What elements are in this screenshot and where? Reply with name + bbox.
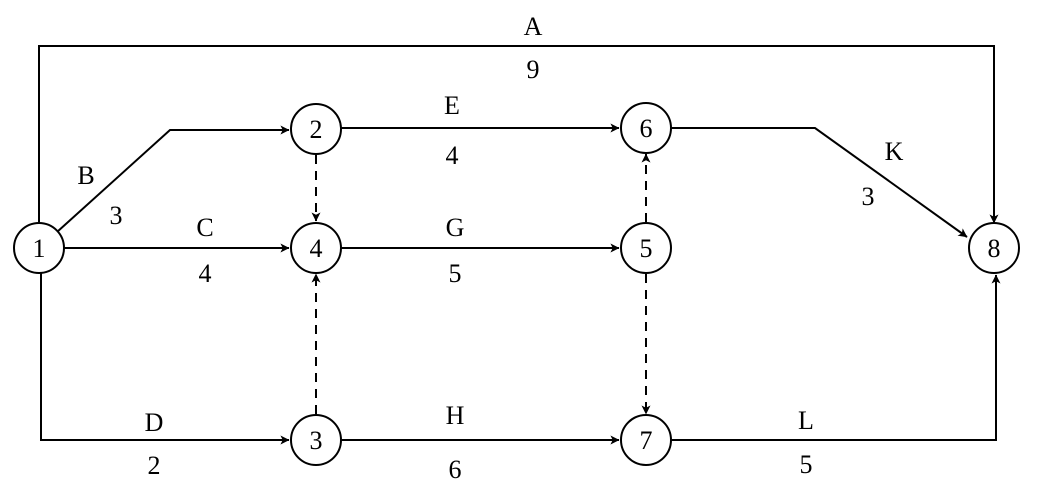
node-1-label: 1 bbox=[33, 234, 46, 263]
node-7: 7 bbox=[620, 414, 672, 466]
activity-l-duration: 5 bbox=[800, 450, 813, 479]
node-8-label: 8 bbox=[988, 234, 1001, 263]
node-6: 6 bbox=[620, 102, 672, 154]
activity-k-name: K bbox=[885, 137, 904, 166]
activity-b-duration: 3 bbox=[110, 201, 123, 230]
activity-a-duration: 9 bbox=[527, 55, 540, 84]
activity-a-name: A bbox=[524, 12, 543, 41]
arrow-activity-b bbox=[56, 125, 290, 233]
activity-d-duration: 2 bbox=[148, 451, 161, 480]
activity-e-name: E bbox=[444, 91, 460, 120]
node-5-label: 5 bbox=[640, 234, 653, 263]
activity-e-duration: 4 bbox=[446, 141, 459, 170]
node-1: 1 bbox=[13, 222, 65, 274]
arrow-activity-a bbox=[38, 45, 999, 224]
activity-b-name: B bbox=[77, 161, 94, 190]
activity-c-duration: 4 bbox=[199, 259, 212, 288]
node-6-label: 6 bbox=[640, 114, 653, 143]
activity-g-duration: 5 bbox=[449, 259, 462, 288]
node-8: 8 bbox=[968, 222, 1020, 274]
node-3-label: 3 bbox=[310, 426, 323, 455]
activity-g-name: G bbox=[446, 213, 465, 242]
activity-c-name: C bbox=[196, 213, 213, 242]
arrow-activity-l bbox=[671, 274, 1001, 441]
node-4-label: 4 bbox=[310, 234, 323, 263]
activity-l-name: L bbox=[798, 406, 814, 435]
node-2: 2 bbox=[290, 103, 342, 155]
activity-k-duration: 3 bbox=[862, 182, 875, 211]
node-2-label: 2 bbox=[310, 115, 323, 144]
arrow-activity-k bbox=[671, 127, 968, 238]
activity-d-name: D bbox=[145, 408, 164, 437]
node-5: 5 bbox=[620, 222, 672, 274]
activity-h-name: H bbox=[446, 401, 465, 430]
activity-h-duration: 6 bbox=[449, 455, 462, 484]
node-4: 4 bbox=[290, 222, 342, 274]
arrow-activity-d bbox=[40, 273, 290, 445]
node-7-label: 7 bbox=[640, 426, 653, 455]
node-3: 3 bbox=[290, 414, 342, 466]
